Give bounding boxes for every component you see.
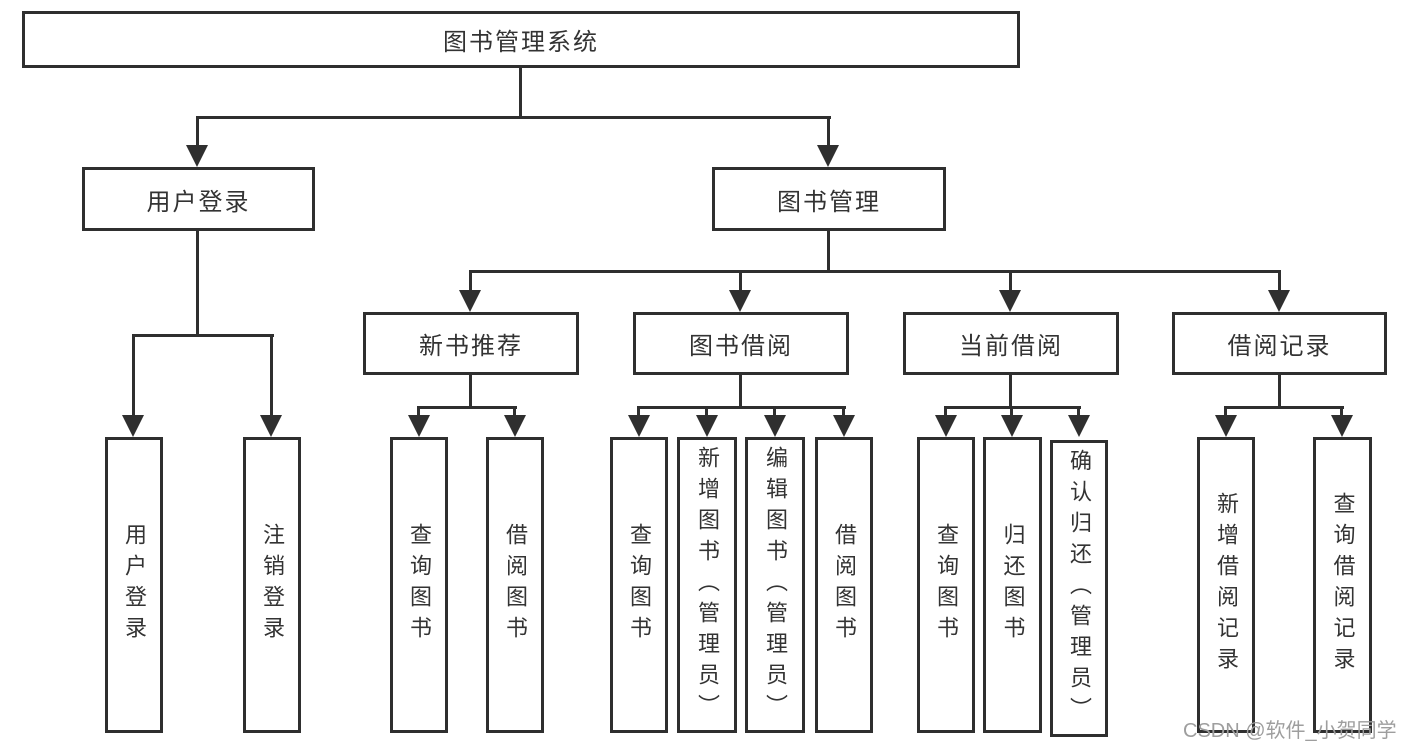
arrow-down (1001, 415, 1023, 437)
leaf-query-borrow-record: 查询借阅记录 (1313, 437, 1372, 733)
arrow-down (696, 415, 718, 437)
arrow-down (1068, 415, 1090, 437)
connector-line (773, 406, 776, 420)
connector-line (513, 406, 516, 420)
node-current-borrowing: 当前借阅 (903, 312, 1119, 375)
connector-line (417, 406, 517, 409)
leaf-borrowing-query-books: 查询图书 (610, 437, 668, 733)
arrow-down (260, 415, 282, 437)
connector-line (637, 406, 640, 420)
connector-line (132, 334, 135, 420)
arrow-down (122, 415, 144, 437)
node-borrowing-records: 借阅记录 (1172, 312, 1387, 375)
connector-line (705, 406, 708, 420)
node-user-login: 用户登录 (82, 167, 315, 231)
leaf-current-query-books: 查询图书 (917, 437, 975, 733)
connector-line (739, 270, 742, 295)
watermark: CSDN @软件_小贺同学 (1183, 720, 1397, 742)
node-book-management: 图书管理 (712, 167, 946, 231)
connector-line (827, 116, 830, 150)
connector-line (1077, 406, 1080, 420)
arrow-down (729, 290, 751, 312)
arrow-down (999, 290, 1021, 312)
leaf-confirm-return-admin: 确认归还（管理员） (1050, 440, 1108, 737)
leaf-user-login: 用户登录 (105, 437, 163, 733)
connector-line (827, 231, 830, 273)
arrow-down (628, 415, 650, 437)
arrow-down (833, 415, 855, 437)
connector-line (469, 270, 1281, 273)
connector-line (196, 116, 199, 150)
arrow-down (459, 290, 481, 312)
arrow-down (1331, 415, 1353, 437)
arrow-down (186, 145, 208, 167)
arrow-down (408, 415, 430, 437)
connector-line (1340, 406, 1343, 420)
connector-line (739, 375, 742, 409)
connector-line (1010, 406, 1013, 420)
connector-line (637, 406, 846, 409)
connector-line (1224, 406, 1344, 409)
leaf-add-book-admin: 新增图书（管理员） (677, 437, 737, 733)
connector-line (270, 334, 273, 420)
arrow-down (504, 415, 526, 437)
arrow-down (817, 145, 839, 167)
arrow-down (764, 415, 786, 437)
connector-line (1278, 270, 1281, 295)
connector-line (1278, 375, 1281, 409)
connector-line (1009, 270, 1012, 295)
leaf-add-borrow-record: 新增借阅记录 (1197, 437, 1255, 733)
connector-line (196, 116, 831, 119)
leaf-recommend-borrow-books: 借阅图书 (486, 437, 544, 733)
arrow-down (1215, 415, 1237, 437)
connector-line (132, 334, 274, 337)
node-book-borrowing: 图书借阅 (633, 312, 849, 375)
connector-line (417, 406, 420, 420)
leaf-return-books: 归还图书 (983, 437, 1042, 733)
connector-line (196, 231, 199, 337)
arrow-down (1268, 290, 1290, 312)
leaf-borrowing-borrow-books: 借阅图书 (815, 437, 873, 733)
node-library-management-system: 图书管理系统 (22, 11, 1020, 68)
connector-line (944, 406, 947, 420)
connector-line (469, 375, 472, 409)
connector-line (1009, 375, 1012, 409)
connector-line (1224, 406, 1227, 420)
connector-line (469, 270, 472, 295)
connector-line (519, 68, 522, 119)
connector-line (842, 406, 845, 420)
arrow-down (935, 415, 957, 437)
leaf-edit-book-admin: 编辑图书（管理员） (745, 437, 805, 733)
node-new-book-recommendation: 新书推荐 (363, 312, 579, 375)
leaf-recommend-query-books: 查询图书 (390, 437, 448, 733)
leaf-logout: 注销登录 (243, 437, 301, 733)
